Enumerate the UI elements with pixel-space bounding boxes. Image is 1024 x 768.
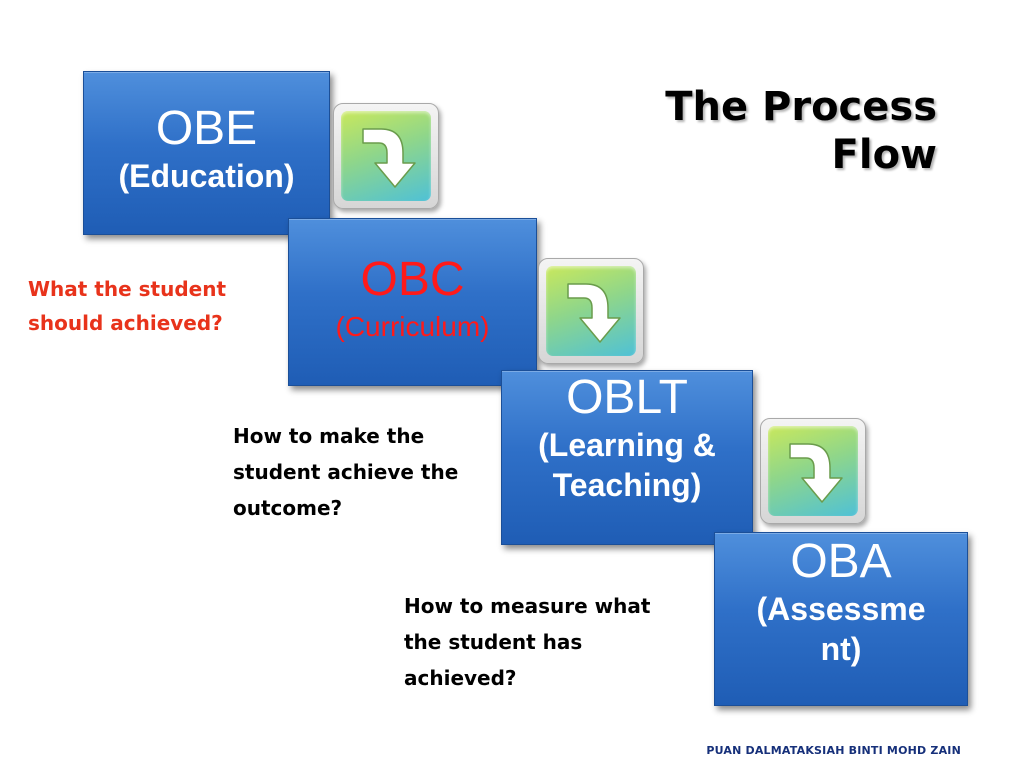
step-box-obe: OBE (Education) (83, 71, 330, 235)
caption-how-to-measure: How to measure what the student has achi… (404, 588, 650, 696)
arrow-glyph (789, 443, 843, 503)
step-subtitle-line-1: (Assessme (756, 591, 926, 627)
title-line-2: Flow (831, 132, 937, 178)
caption-what-student-should-achieve: What the student should achieved? (28, 272, 226, 340)
step-subtitle: (Curriculum) (335, 311, 490, 342)
step-box-obc: OBC (Curriculum) (288, 218, 537, 386)
footer-author: PUAN DALMATAKSIAH BINTI MOHD ZAIN (706, 744, 961, 757)
step-acronym: OBLT (566, 371, 688, 424)
step-subtitle-line-1: (Learning & (538, 427, 716, 463)
step-box-oblt: OBLT (Learning & Teaching) (501, 370, 753, 545)
step-subtitle-line-2: nt) (820, 631, 862, 667)
caption-line: should achieved? (28, 311, 223, 335)
step-subtitle: (Education) (118, 158, 295, 194)
caption-line: outcome? (233, 496, 343, 520)
step-acronym: OBE (155, 102, 258, 155)
step-subtitle-line-2: Teaching) (552, 467, 702, 503)
curved-down-arrow-icon (333, 103, 439, 209)
curved-down-arrow-icon (760, 418, 866, 524)
arrow-glyph (362, 128, 416, 188)
step-box-oba: OBA (Assessme nt) (714, 532, 968, 706)
title-line-1: The Process (665, 84, 937, 130)
caption-line: achieved? (404, 666, 517, 690)
step-acronym: OBA (790, 535, 892, 588)
caption-line: the student has (404, 630, 583, 654)
curved-down-arrow-icon (538, 258, 644, 364)
caption-line: How to make the (233, 424, 425, 448)
slide-title: The Process Flow (665, 83, 937, 179)
caption-line: What the student (28, 277, 227, 301)
arrow-glyph (567, 283, 621, 343)
caption-line: student achieve the (233, 460, 459, 484)
caption-line: How to measure what (404, 594, 651, 618)
step-acronym: OBC (360, 253, 465, 306)
caption-how-to-make-achieve: How to make the student achieve the outc… (233, 418, 458, 526)
